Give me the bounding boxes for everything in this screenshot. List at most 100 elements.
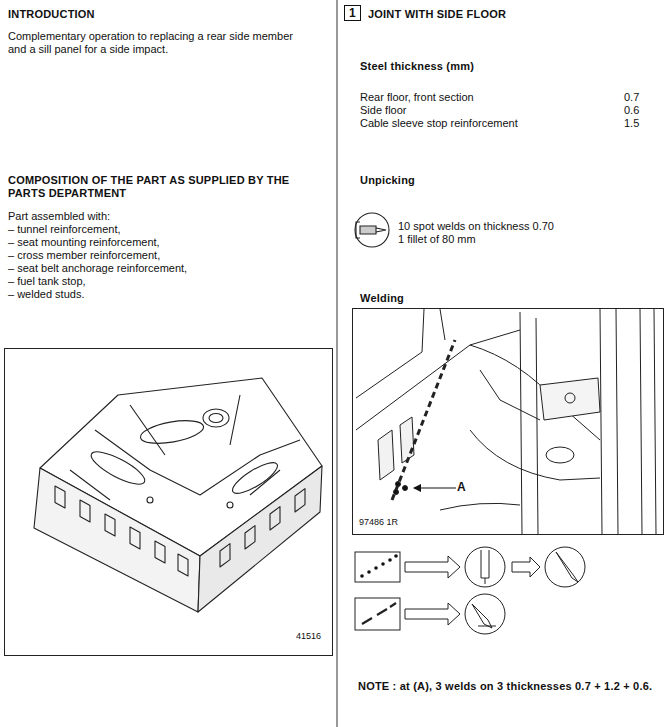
drawing-path	[556, 552, 578, 582]
text-label: – fuel tank stop,	[8, 275, 86, 288]
drawing-path	[478, 626, 496, 627]
drawing-ellipse	[203, 409, 229, 427]
text-label: Cable sleeve stop reinforcement	[360, 117, 518, 130]
drawing-circle	[465, 547, 505, 587]
text-label: – seat mounting reinforcement,	[8, 236, 160, 249]
text-label: Welding	[360, 292, 404, 305]
drawing-circle	[147, 497, 153, 503]
text-label: – cross member reinforcement,	[8, 249, 160, 262]
drawing-path	[520, 312, 538, 534]
text-label: 1 fillet of 80 mm	[398, 233, 476, 246]
drawing-circle	[374, 566, 378, 570]
drawing-polygon	[155, 541, 165, 563]
drawing-ellipse	[546, 447, 574, 463]
drawing-circle	[396, 482, 401, 487]
callout-letter: A	[457, 482, 466, 493]
drawing-polygon	[270, 507, 280, 530]
text-label: 0.6	[624, 104, 639, 117]
drawing-circle	[355, 213, 389, 247]
drawing-circle	[227, 502, 233, 508]
drawing-polygon	[198, 466, 322, 612]
text-label: Unpicking	[360, 174, 415, 187]
drawing-polygon	[80, 500, 90, 522]
drawing-path	[440, 503, 520, 510]
drawing-circle	[381, 562, 385, 566]
drawing-polygon	[295, 489, 305, 512]
drawing-ellipse	[209, 414, 223, 423]
text-label: – tunnel reinforcement,	[8, 223, 121, 236]
drawing-circle	[545, 547, 585, 587]
drawing-path	[356, 330, 520, 430]
drawing-path	[356, 222, 360, 238]
drawing-circle	[465, 594, 505, 634]
text-label: Steel thickness (mm)	[360, 60, 474, 73]
text-label: Complementary operation to replacing a r…	[8, 30, 308, 56]
drawing-path	[472, 604, 492, 628]
drawing-path	[392, 340, 455, 500]
drawing-path	[480, 370, 540, 420]
drawing-circle	[388, 558, 392, 562]
section-number: 1	[345, 6, 360, 20]
weld-symbols	[355, 547, 585, 634]
drawing-polygon	[220, 544, 230, 567]
drawing-path	[405, 556, 460, 578]
drawing-path	[376, 228, 386, 232]
drawing-circle	[394, 554, 398, 558]
text-label: COMPOSITION OF THE PART AS SUPPLIED BY T…	[8, 174, 330, 200]
drawing-path	[600, 309, 618, 534]
drawing-polygon	[378, 430, 394, 480]
welding-drawing	[356, 309, 656, 534]
drawing-circle	[565, 393, 575, 403]
drawing-polygon	[55, 486, 65, 508]
text-label: INTRODUCTION	[8, 8, 95, 21]
drill-icon	[355, 213, 389, 247]
text-label: – seat belt anchorage reinforcement,	[8, 262, 187, 275]
text-label: 1.5	[624, 117, 639, 130]
drawing-polygon	[540, 378, 600, 420]
drawing-path	[95, 430, 300, 495]
drawing-path	[130, 395, 240, 455]
drawing-circle	[403, 486, 408, 491]
drawing-polygon	[245, 526, 255, 549]
drawing-circle	[360, 574, 364, 578]
drawing-path	[70, 470, 280, 500]
drawing-polygon	[178, 554, 188, 576]
section-number-box: 1	[344, 5, 361, 21]
text-label: 0.7	[624, 91, 639, 104]
text-label: Part assembled with:	[8, 210, 110, 223]
text-label: NOTE : at (A), 3 welds on 3 thicknesses …	[358, 680, 658, 693]
drawing-polygon	[130, 527, 140, 549]
drawing-rect	[355, 598, 400, 630]
drawing-ellipse	[229, 457, 282, 498]
text-label: Rear floor, front section	[360, 91, 474, 104]
column-divider	[337, 0, 338, 727]
drawing-circle	[367, 570, 371, 574]
text-label: – welded studs.	[8, 288, 84, 301]
drawing-path	[362, 603, 396, 624]
drawing-rect	[355, 552, 400, 582]
drawing-path	[640, 309, 656, 534]
text-label: JOINT WITH SIDE FLOOR	[368, 8, 506, 21]
drawing-path	[512, 557, 540, 577]
drawing-g	[360, 554, 398, 578]
drawing-path	[360, 226, 376, 234]
drawing-path	[405, 603, 460, 625]
drawing-polygon	[34, 468, 200, 612]
drawing-path	[356, 309, 424, 398]
drawing-polygon	[400, 417, 414, 463]
text-label: 10 spot welds on thickness 0.70	[398, 220, 554, 233]
drawing-path	[440, 309, 445, 340]
illustration-frame: A 97486 1R	[352, 308, 664, 535]
figure-number: 97486 1R	[359, 517, 398, 528]
drawing-ellipse	[87, 446, 148, 490]
drawing-path	[481, 550, 489, 584]
illustration-frame: 41516	[4, 348, 333, 656]
drawing-line	[414, 487, 456, 488]
drawing-circle	[394, 490, 399, 495]
drawing-path	[470, 345, 600, 440]
drawing-polygon	[105, 514, 115, 536]
text-label: Side floor	[360, 104, 406, 117]
